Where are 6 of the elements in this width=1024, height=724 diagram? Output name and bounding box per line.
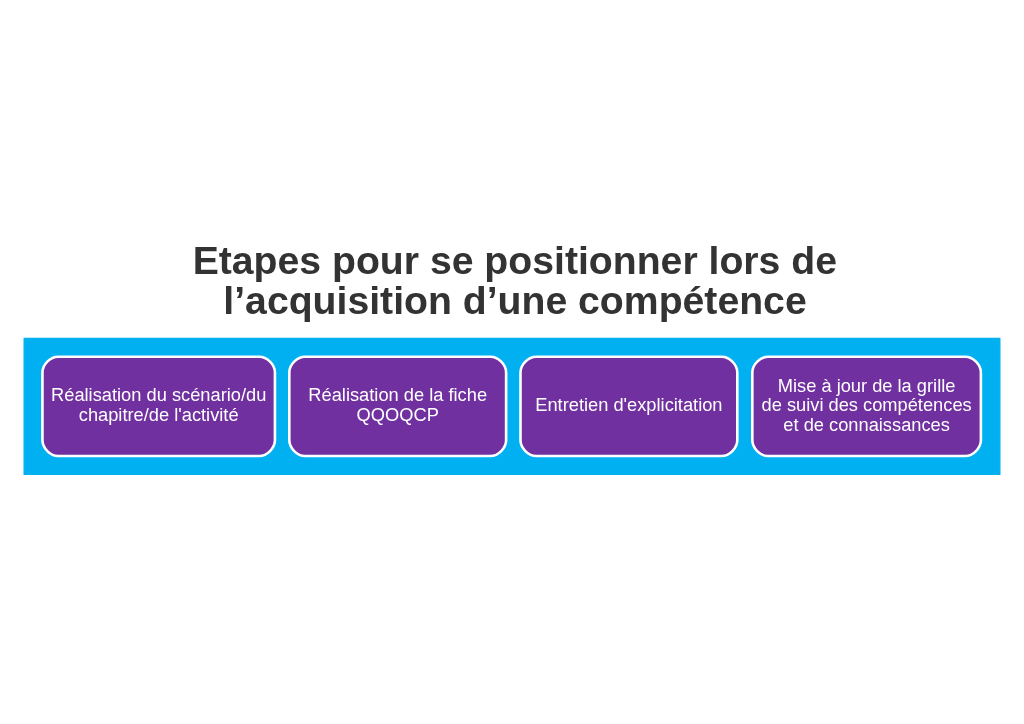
- cluster: [23, 337, 1001, 475]
- node-box: Entretien d'explicitation: [519, 355, 739, 458]
- diagram-title: Etapes pour se positionner lors de l’acquisition d’une compétence: [192, 239, 837, 322]
- node-box: Mise à jour de la grille de suivi des compétences et de connaissances: [751, 355, 983, 458]
- node-box: Réalisation du scénario/du chapitre/de l'activité: [41, 355, 277, 458]
- node-box: Réalisation de la fiche QQOQCP: [288, 355, 508, 458]
